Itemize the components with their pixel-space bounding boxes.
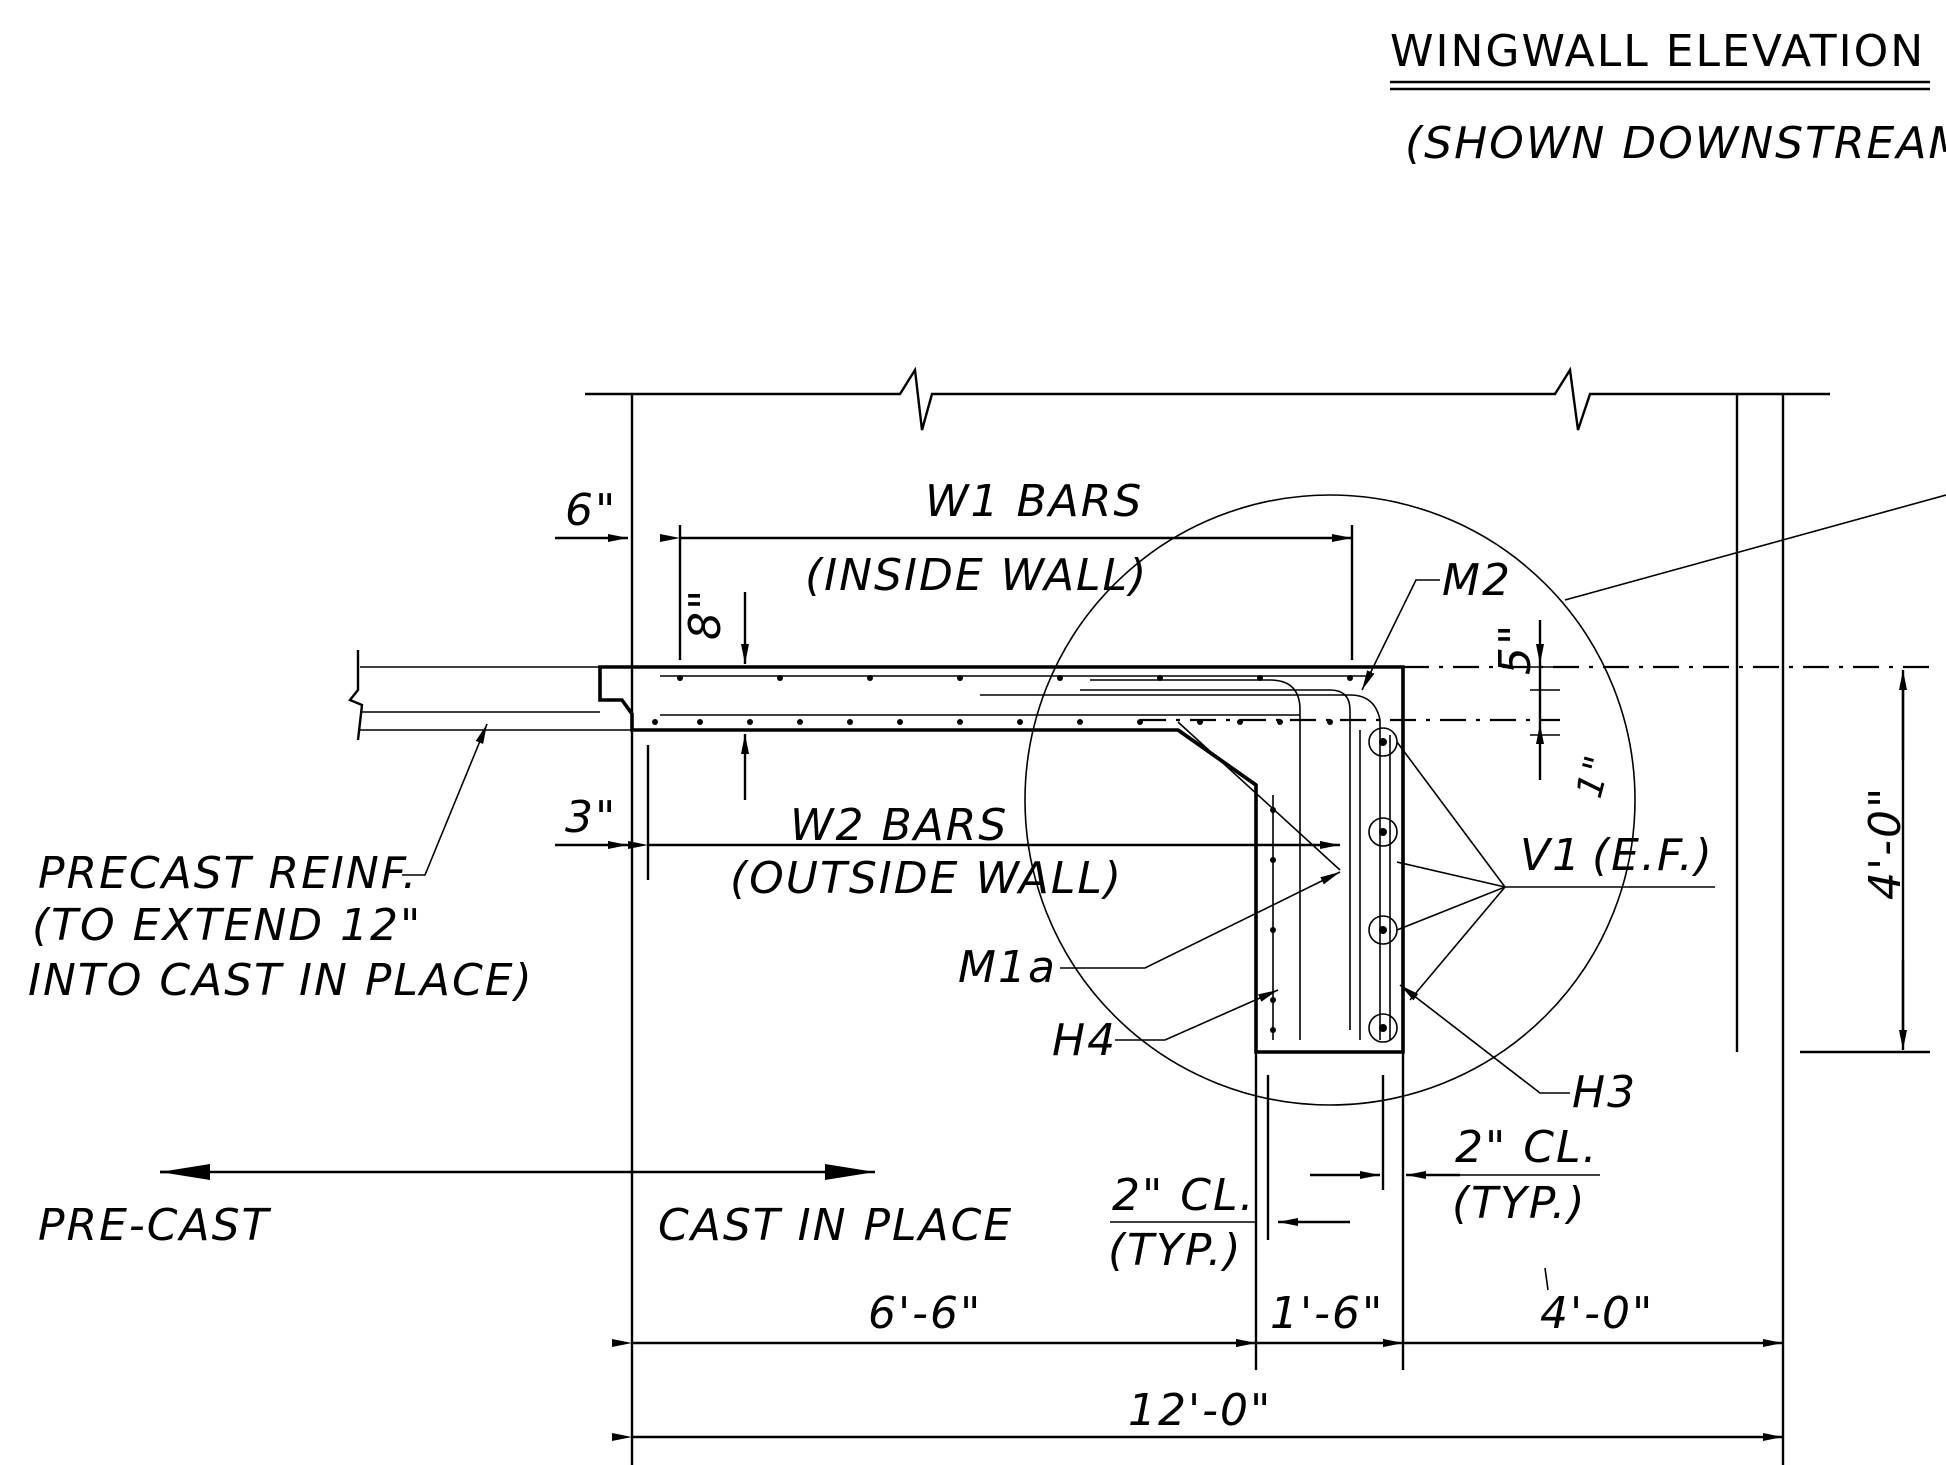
clear-right-label-2: (TYP.) xyxy=(1452,1178,1587,1229)
detail-leader-line xyxy=(1564,494,1946,601)
dim-1in-label: 1" xyxy=(1569,750,1620,803)
clear-left-label-2: (TYP.) xyxy=(1108,1225,1243,1276)
inside-wall-label: (INSIDE WALL) xyxy=(805,550,1148,601)
bar-hook-outer xyxy=(980,694,1381,1040)
v1-leader-2 xyxy=(1396,861,1506,888)
h4-label: H4 xyxy=(1052,1015,1117,1066)
dim-12ft-label: 12'-0" xyxy=(1128,1385,1272,1436)
dim-1ft6-label: 1'-6" xyxy=(1270,1288,1384,1339)
v1-label: V1 xyxy=(1520,830,1582,881)
dim-4ft-tick-mark xyxy=(1544,1267,1549,1291)
precast-reinf-label-3: INTO CAST IN PLACE) xyxy=(28,955,534,1006)
drawing-subtitle: (SHOWN DOWNSTREAM) xyxy=(1405,118,1946,169)
m1a-leader xyxy=(1060,871,1341,969)
dim-4ft-label: 4'-0" xyxy=(1540,1288,1654,1339)
h3-label: H3 xyxy=(1572,1067,1637,1118)
precast-break-mark xyxy=(348,650,364,741)
clear-left-label-1: 2" CL. xyxy=(1112,1170,1255,1221)
h3-leader xyxy=(1399,984,1570,1094)
v1-leader-4 xyxy=(1409,886,1506,1001)
cast-in-place-label: CAST IN PLACE xyxy=(658,1200,1013,1251)
dim-8in-label: 8" xyxy=(680,588,731,640)
dim-5in-label: 5" xyxy=(1490,623,1541,675)
rebar-dots-bottom xyxy=(652,719,1333,725)
bar-hook-inner xyxy=(1090,679,1301,1040)
h4-leader xyxy=(1115,989,1279,1041)
ef-label: (E.F.) xyxy=(1592,830,1714,881)
precast-reinf-label-1: PRECAST REINF. xyxy=(38,848,418,899)
dim-6in-label: 6" xyxy=(565,485,617,536)
precast-reinf-leader xyxy=(402,723,488,876)
dim-4ft-vertical-label: 4'-0" xyxy=(1860,786,1911,900)
top-break-line xyxy=(585,366,1830,431)
dim-3in-label: 3" xyxy=(565,792,617,843)
precast-reinf-label-2: (TO EXTEND 12" xyxy=(32,900,422,951)
v1-leader-1 xyxy=(1396,741,1506,888)
w2-bars-label: W2 BARS xyxy=(790,800,1008,851)
drawing-title: WINGWALL ELEVATION xyxy=(1390,26,1925,77)
v1-leader-3 xyxy=(1396,886,1506,931)
detail-callout-circle xyxy=(1024,494,1636,1106)
m1a-label: M1a xyxy=(958,942,1057,993)
pre-cast-label: PRE-CAST xyxy=(38,1200,272,1251)
m2-leader xyxy=(1361,579,1440,691)
m2-label: M2 xyxy=(1442,555,1512,606)
outside-wall-label: (OUTSIDE WALL) xyxy=(730,853,1123,904)
v1-bar-circles xyxy=(1368,727,1398,1043)
bar-m1a xyxy=(1177,721,1341,871)
w1-bars-label: W1 BARS xyxy=(925,476,1143,527)
clear-right-label-1: 2" CL. xyxy=(1455,1122,1598,1173)
rebar-dots-top xyxy=(677,675,1353,681)
dim-6ft6-label: 6'-6" xyxy=(868,1288,982,1339)
